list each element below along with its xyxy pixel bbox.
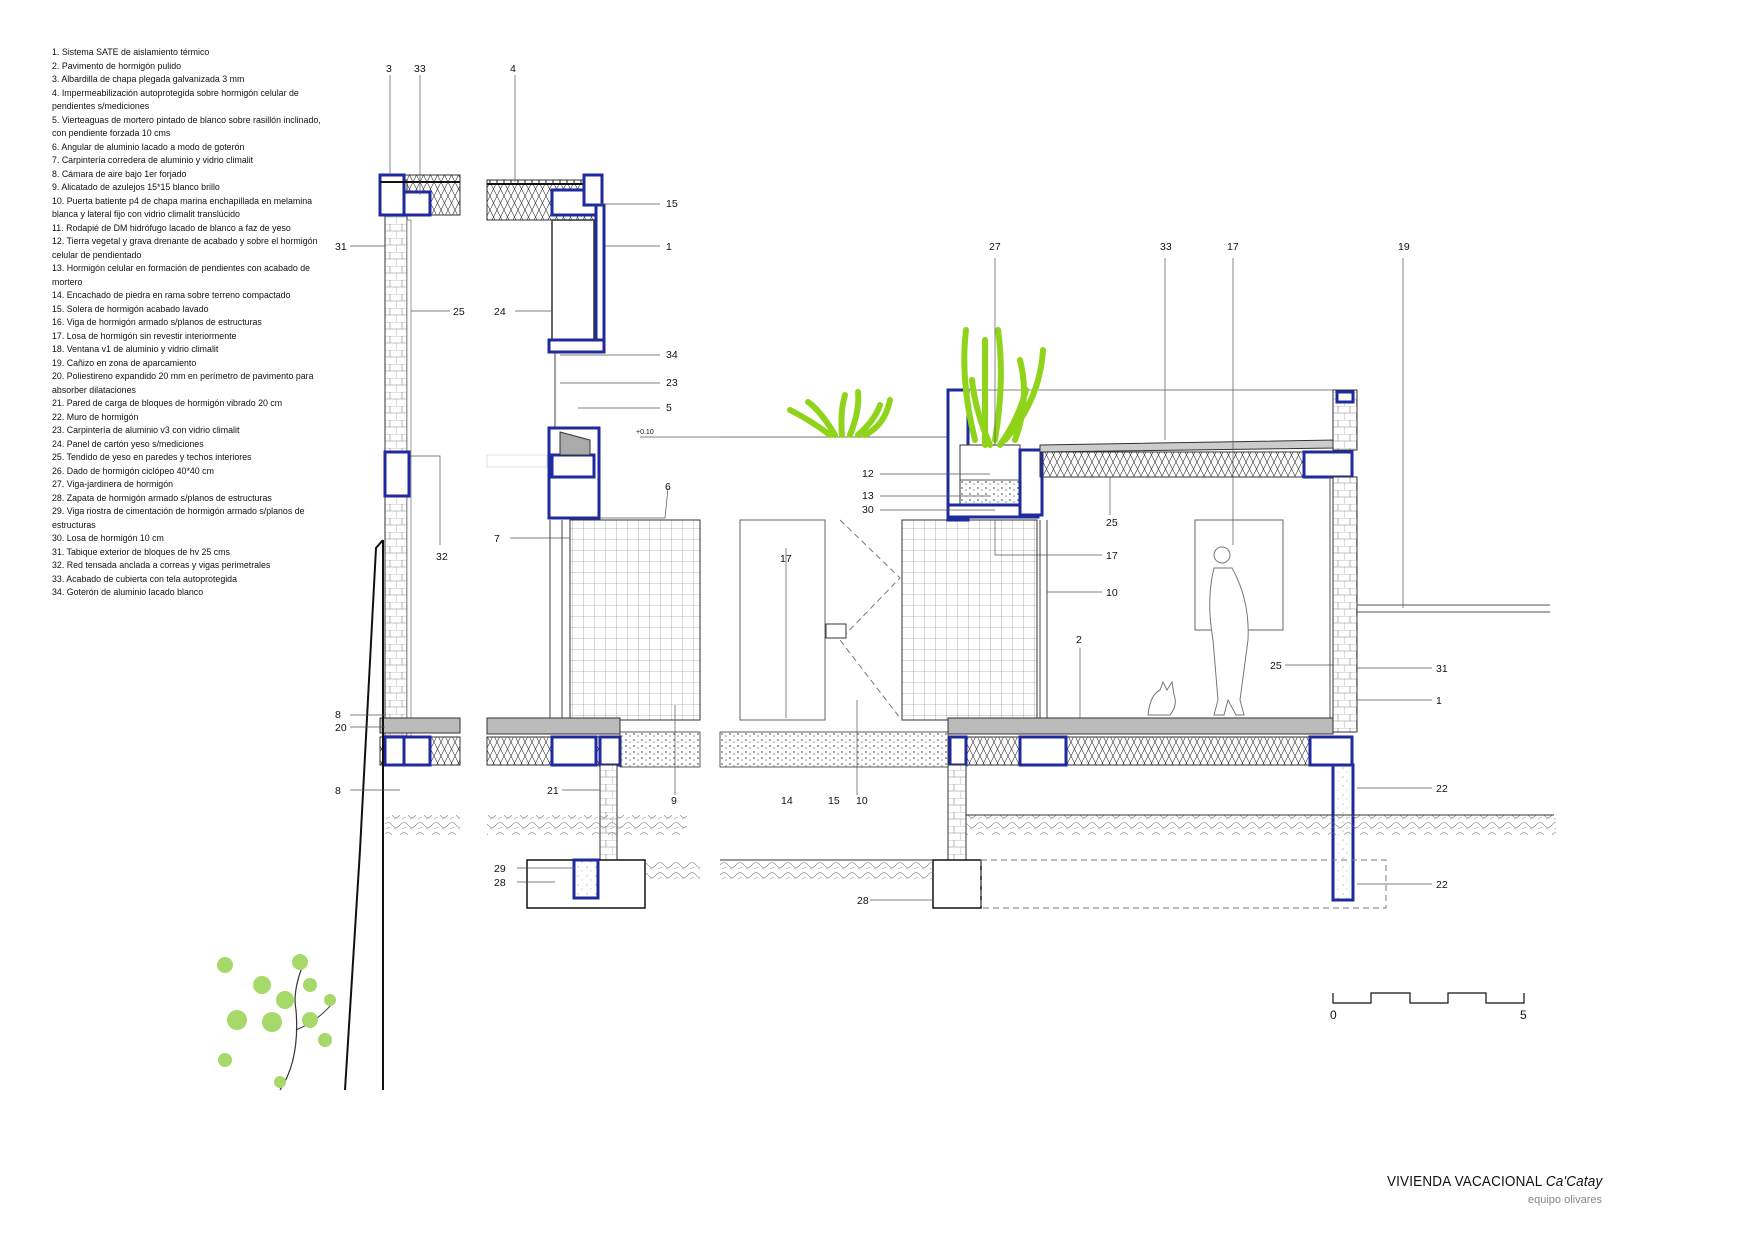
leader-lines (350, 75, 1432, 901)
title-block: VIVIENDA VACACIONAL Ca'Catay equipo oliv… (1363, 1173, 1602, 1206)
callout-22a: 22 (1436, 783, 1448, 795)
callout-5: 5 (666, 402, 672, 414)
legend-item: 27. Viga-jardinera de hormigón (52, 479, 174, 490)
callout-17b: 17 (1227, 241, 1239, 253)
author-label: equipo olivares (1528, 1194, 1602, 1206)
legend-item: 22. Muro de hormigón (52, 411, 139, 423)
legend-item: 14. Encachado de piedra en rama sobre te… (52, 290, 291, 301)
left-wall-section (344, 173, 461, 1091)
legend-list: 1. Sistema SATE de aislamiento térmico 2.… (52, 46, 328, 600)
callout-8b: 8 (335, 785, 341, 797)
room-section (719, 388, 1556, 909)
callout-22b: 22 (1436, 879, 1448, 891)
callout-4: 4 (510, 63, 516, 75)
legend-item: 25. Tendido de yeso en paredes y techos … (52, 452, 252, 463)
legend-item: 5. Vierteaguas de mortero pintado de bla… (52, 114, 321, 140)
legend-item: 32. Red tensada anclada a correas y viga… (52, 560, 271, 571)
scale-bar (1332, 992, 1525, 1004)
callout-14: 14 (781, 795, 793, 807)
callout-10a: 10 (856, 795, 868, 807)
level-mark: +0.10 (636, 429, 654, 436)
callout-25b: 25 (1106, 517, 1118, 529)
legend-item: 9. Alicatado de azulejos 15*15 blanco br… (52, 182, 220, 193)
cactus-planting (961, 327, 1046, 448)
legend-item: 4. Impermeabilización autoprotegida sobr… (52, 87, 299, 113)
legend-item: 28. Zapata de hormigón armado s/planos d… (52, 492, 272, 504)
callout-24: 24 (494, 306, 506, 318)
callout-21: 21 (547, 785, 559, 797)
callout-30: 30 (862, 504, 874, 516)
middle-section (486, 173, 701, 909)
callout-25c: 25 (1270, 660, 1282, 672)
callout-7: 7 (494, 533, 500, 545)
callout-8a: 8 (335, 709, 341, 721)
legend-item: 8. Cámara de aire bajo 1er forjado (52, 168, 187, 180)
callout-27: 27 (989, 241, 1001, 253)
callout-33b: 33 (1160, 241, 1172, 253)
callout-15a: 15 (666, 198, 678, 210)
scale-end-label: 5 (1520, 1008, 1527, 1022)
callout-15b: 15 (828, 795, 840, 807)
legend-item: 34. Goterón de aluminio lacado blanco (52, 587, 204, 598)
callout-28a: 28 (494, 877, 506, 889)
callout-31b: 31 (1436, 663, 1448, 675)
callout-31a: 31 (335, 241, 347, 253)
callout-28b: 28 (857, 895, 869, 907)
grass-planting (787, 389, 893, 438)
legend-item: 20. Poliestireno expandido 20 mm en perí… (52, 371, 314, 396)
callout-10b: 10 (1106, 587, 1118, 599)
legend-item: 7. Carpintería corredera de aluminio y v… (52, 155, 254, 166)
scale-start-label: 0 (1330, 1008, 1337, 1022)
callout-1a: 1 (666, 241, 672, 253)
project-title-name: Ca'Catay (1545, 1173, 1602, 1190)
callout-13: 13 (862, 490, 874, 502)
callout-2: 2 (1076, 634, 1082, 646)
legend-item: 6. Angular de aluminio lacado a modo de … (52, 141, 245, 153)
legend-item: 24. Panel de cartón yeso s/mediciones (52, 438, 204, 450)
callout-32: 32 (436, 551, 448, 563)
legend-item: 10. Puerta batiente p4 de chapa marina e… (52, 195, 313, 221)
callout-3: 3 (386, 63, 392, 75)
legend-item: 17. Losa de hormigón sin revestir interi… (52, 330, 237, 342)
cat-figure (1147, 680, 1176, 716)
legend-item: 3. Albardilla de chapa plegada galvaniza… (52, 74, 245, 85)
callout-34: 34 (666, 349, 678, 361)
callout-17c: 17 (1106, 550, 1118, 562)
legend-item: 19. Cañizo en zona de aparcamiento (52, 357, 197, 369)
legend-item: 15. Solera de hormigón acabado lavado (52, 303, 209, 315)
callout-labels: 3 33 4 15 1 31 25 24 34 23 5 +0.10 6 32 … (335, 63, 1448, 907)
callout-29: 29 (494, 863, 506, 875)
callout-23: 23 (666, 377, 678, 389)
callout-25a: 25 (453, 306, 465, 318)
project-title: VIVIENDA VACACIONAL Ca'Catay (1386, 1173, 1602, 1190)
legend-item: 16. Viga de hormigón armado s/planos de … (52, 317, 262, 328)
legend-item: 12. Tierra vegetal y grava drenante de a… (52, 236, 318, 261)
legend-item: 31. Tabique exterior de bloques de hv 25… (52, 546, 230, 558)
legend-item: 2. Pavimento de hormigón pulido (52, 60, 182, 72)
callout-9: 9 (671, 795, 677, 807)
callout-17a: 17 (780, 553, 792, 565)
callout-19: 19 (1398, 241, 1410, 253)
legend-item: 23. Carpintería de aluminio v3 con vidri… (52, 425, 240, 436)
legend-item: 18. Ventana v1 de aluminio y vidrio clim… (52, 344, 219, 355)
tree-sketch (217, 954, 336, 1091)
legend-item: 1. Sistema SATE de aislamiento térmico (52, 47, 210, 58)
human-figure (1209, 546, 1249, 716)
legend-item: 30. Losa de hormigón 10 cm (52, 533, 164, 544)
callout-20: 20 (335, 722, 347, 734)
legend-item: 13. Hormigón celular en formación de pen… (52, 263, 311, 288)
legend-item: 26. Dado de hormigón ciclópeo 40*40 cm (52, 465, 214, 477)
legend-item: 11. Rodapié de DM hidrófugo lacado de bl… (52, 222, 291, 234)
callout-6: 6 (665, 481, 671, 493)
callout-33a: 33 (414, 63, 426, 75)
legend-item: 29. Viga riostra de cimentación de hormi… (52, 506, 305, 531)
callout-1b: 1 (1436, 695, 1442, 707)
legend-item: 21. Pared de carga de bloques de hormigó… (52, 398, 283, 409)
legend-item: 33. Acabado de cubierta con tela autopro… (52, 573, 238, 585)
callout-12: 12 (862, 468, 874, 480)
